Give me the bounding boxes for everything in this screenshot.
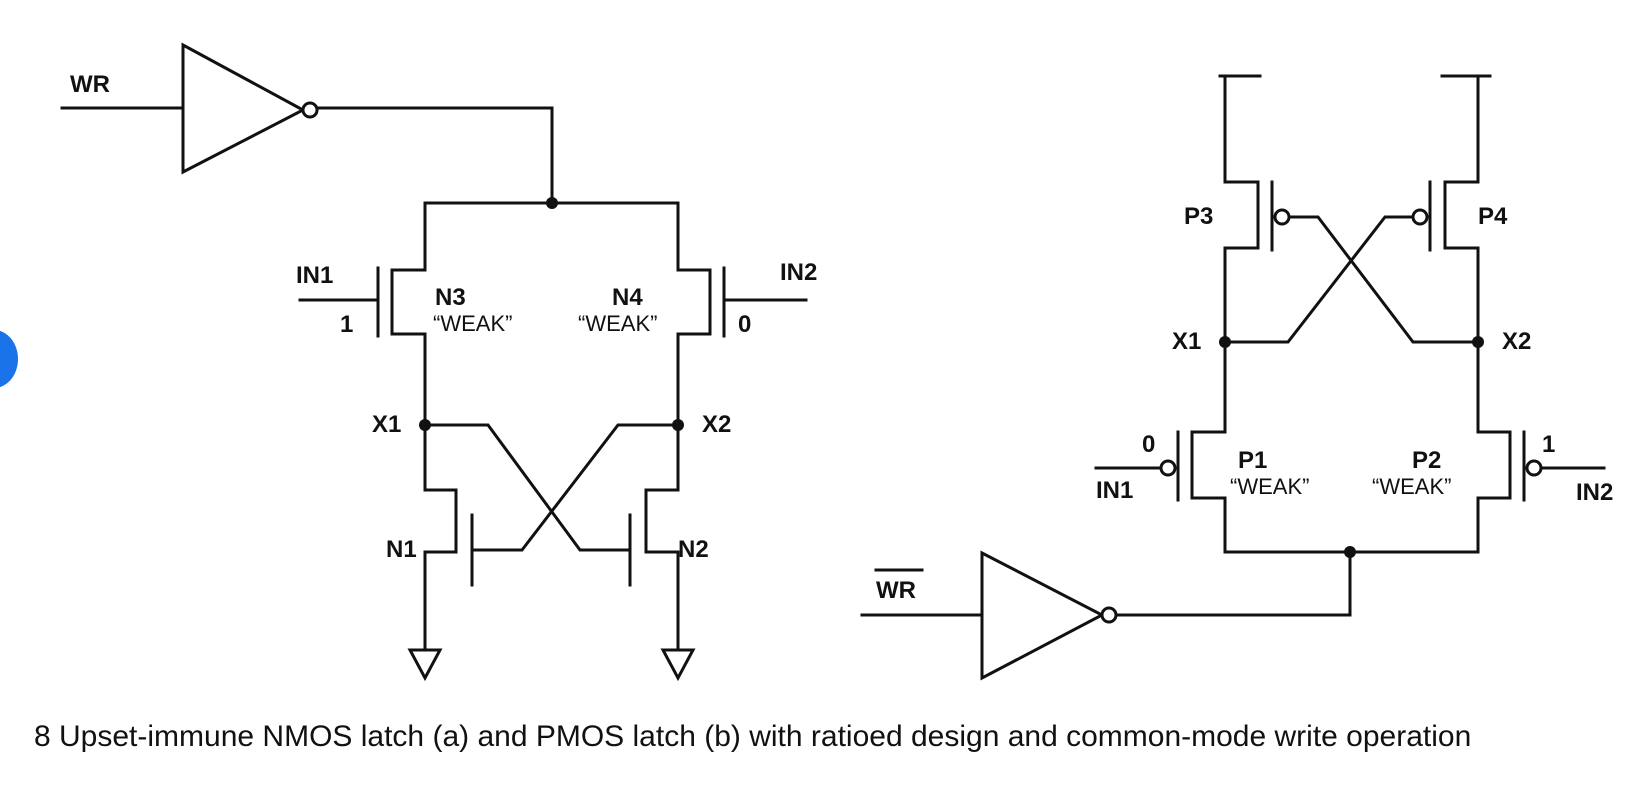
pmos-in1-value: 0: [1142, 431, 1155, 458]
nmos-n4-label: N4: [612, 284, 643, 311]
nmos-in2-label: IN2: [780, 259, 817, 286]
pmos-x2-label: X2: [1502, 328, 1531, 355]
pmos-in2-value: 1: [1542, 431, 1555, 458]
pmos-cross-wire-x2: [1287, 215, 1480, 344]
pmos-in2-label: IN2: [1576, 479, 1613, 506]
nmos-transistor-n1: [423, 423, 474, 652]
nmos-n3-weak-tag: “WEAK”: [433, 311, 512, 336]
pmos-wr-label: WR: [876, 577, 916, 604]
pmos-wrbar-inverter: [860, 550, 1352, 681]
side-marker: [0, 330, 18, 388]
nmos-transistor-n2: [628, 423, 680, 652]
pmos-latch-diagram: P3 P4 X1 X2 0 IN1 P1 “WEAK”: [860, 74, 1613, 681]
nmos-in2-value: 0: [738, 311, 751, 338]
pmos-p2-label: P2: [1412, 447, 1441, 474]
pmos-cross-wire-x1: [1223, 215, 1415, 344]
nmos-wr-label: WR: [70, 71, 110, 98]
pmos-transistor-p2: [1476, 340, 1606, 554]
pmos-transistor-p4: [1411, 74, 1480, 344]
nmos-x2-label: X2: [702, 411, 731, 438]
pmos-p4-label: P4: [1478, 203, 1508, 230]
pmos-p3-label: P3: [1184, 203, 1213, 230]
pmos-x1-label: X1: [1172, 328, 1201, 355]
nmos-in1-label: IN1: [296, 262, 333, 289]
pmos-p2-weak-tag: “WEAK”: [1372, 474, 1451, 499]
nmos-cross-wire-x1: [423, 423, 632, 552]
figure-caption: 8 Upset-immune NMOS latch (a) and PMOS l…: [34, 720, 1472, 753]
nmos-n4-weak-tag: “WEAK”: [578, 311, 657, 336]
nmos-in1-value: 1: [340, 311, 353, 338]
nmos-n3-label: N3: [435, 284, 466, 311]
nmos-top-junction: [546, 197, 558, 209]
nmos-n2-label: N2: [678, 536, 709, 563]
pmos-in1-label: IN1: [1096, 477, 1133, 504]
nmos-ground-left: [407, 648, 443, 682]
nmos-transistor-n3: [298, 201, 427, 427]
nmos-x1-label: X1: [372, 411, 401, 438]
nmos-cross-wire-x2: [470, 423, 680, 552]
nmos-ground-right: [660, 648, 696, 682]
pmos-transistor-p3: [1223, 74, 1291, 344]
nmos-wr-inverter: [60, 42, 554, 205]
nmos-n1-label: N1: [386, 536, 417, 563]
nmos-transistor-n4: [676, 201, 808, 427]
nmos-latch-diagram: WR IN1 1 N3 “WEAK” IN2 0 N4 “WEAK” X1 X2: [60, 42, 817, 682]
pmos-transistor-p1: [1094, 340, 1227, 554]
pmos-p1-weak-tag: “WEAK”: [1230, 474, 1309, 499]
pmos-p1-label: P1: [1238, 447, 1267, 474]
